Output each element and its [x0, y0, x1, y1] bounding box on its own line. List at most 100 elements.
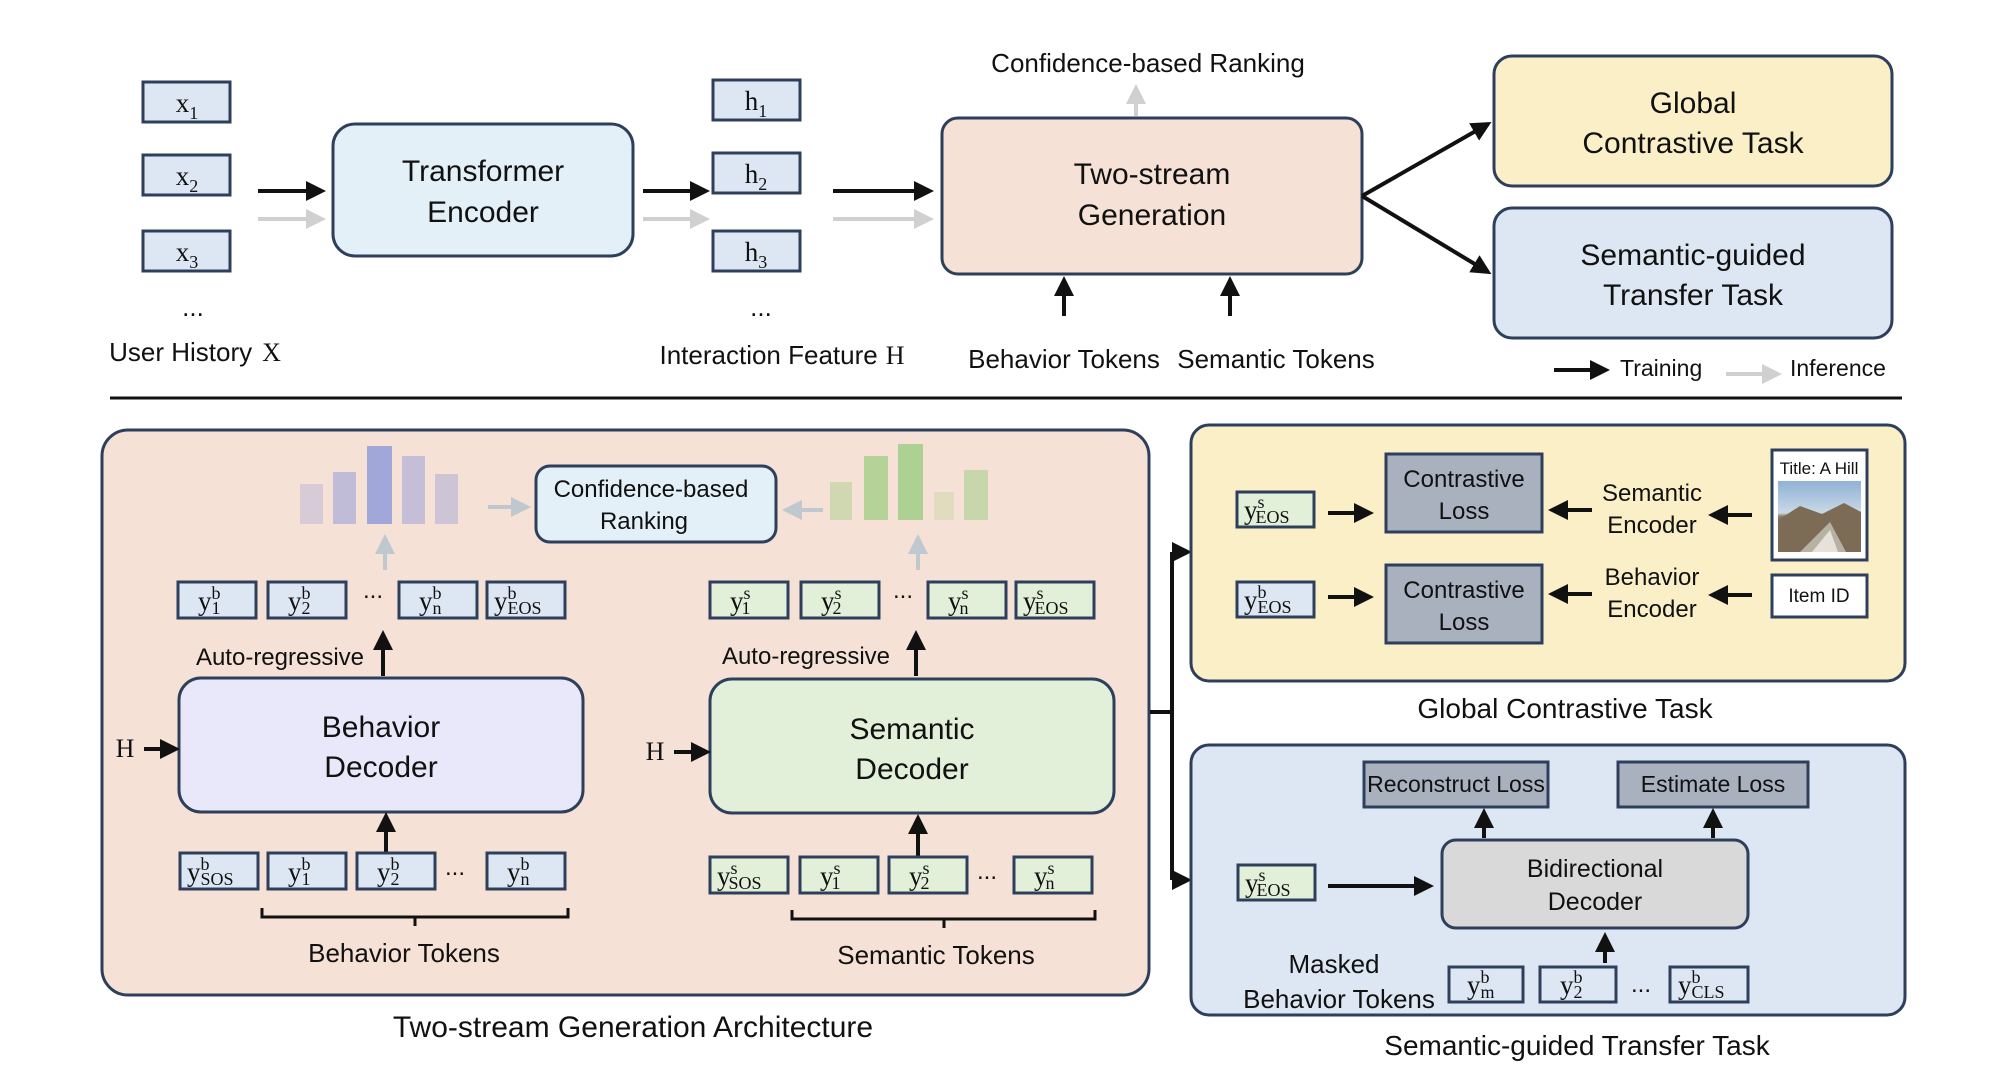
- svg-text:Behavior: Behavior: [322, 711, 440, 744]
- behavior-tokens-group-label: Behavior Tokens: [308, 938, 500, 968]
- semantic-autoregressive-label: Auto-regressive: [722, 643, 890, 670]
- svg-text:Estimate Loss: Estimate Loss: [1641, 771, 1785, 797]
- semantic-decoder: Semantic Decoder: [708, 677, 1116, 815]
- inputs-ellipsis: ...: [182, 292, 204, 322]
- confidence-bar: [934, 492, 954, 520]
- input-token-x1: x1: [141, 80, 232, 124]
- semantic-tokens-brace: [790, 910, 1097, 928]
- legend-inference-label: Inference: [1790, 355, 1886, 381]
- svg-text:Decoder: Decoder: [324, 751, 437, 784]
- svg-text:Loss: Loss: [1439, 609, 1490, 636]
- svg-text:Reconstruct Loss: Reconstruct Loss: [1367, 771, 1545, 797]
- svg-text:Global: Global: [1650, 87, 1737, 120]
- confidence-bar: [864, 456, 888, 520]
- training-arrow: [1361, 122, 1492, 198]
- svg-text:ys1: ys1: [820, 858, 841, 893]
- transformer-encoder: Transformer Encoder: [331, 122, 635, 258]
- semantic-encoder-label: Encoder: [1607, 512, 1696, 539]
- semantic-decoder-input-h: H: [646, 737, 665, 766]
- global-contrastive-caption: Global Contrastive Task: [1417, 693, 1713, 724]
- svg-text:Decoder: Decoder: [1548, 888, 1643, 916]
- legend-training-label: Training: [1620, 355, 1702, 381]
- semantic-confidence-bars: [830, 444, 988, 520]
- item-image-card: Title: A Hill: [1770, 448, 1869, 562]
- svg-text:Ranking: Ranking: [600, 508, 688, 535]
- masked-tokens-label: Behavior Tokens: [1243, 984, 1435, 1014]
- panel-connector: [1150, 552, 1174, 880]
- confidence-bar: [435, 474, 458, 524]
- svg-text:Contrastive: Contrastive: [1403, 466, 1524, 493]
- svg-text:ysn: ysn: [948, 583, 969, 618]
- svg-text:...: ...: [977, 858, 997, 885]
- svg-text:Contrastive Task: Contrastive Task: [1582, 127, 1804, 160]
- semantic-tokens-label: Semantic Tokens: [1177, 344, 1375, 374]
- feature-token-h2: h2: [711, 151, 802, 195]
- svg-text:Semantic-guided: Semantic-guided: [1580, 239, 1805, 272]
- svg-text:Generation: Generation: [1078, 199, 1226, 232]
- svg-text:Bidirectional: Bidirectional: [1527, 855, 1663, 883]
- transfer-caption: Semantic-guided Transfer Task: [1384, 1030, 1770, 1061]
- training-arrow: [1360, 194, 1492, 275]
- svg-text:Confidence-based: Confidence-based: [554, 476, 749, 503]
- svg-text:...: ...: [363, 577, 383, 604]
- confidence-bar: [402, 456, 425, 524]
- svg-text:ysn: ysn: [1034, 858, 1055, 893]
- svg-text:Semantic: Semantic: [849, 713, 974, 746]
- reconstruct-loss-box: Reconstruct Loss: [1362, 760, 1550, 809]
- contrastive-loss-semantic: Contrastive Loss: [1384, 452, 1544, 534]
- confidence-ranking-box: Confidence-based Ranking: [534, 464, 778, 544]
- behavior-autoregressive-label: Auto-regressive: [196, 644, 364, 671]
- confidence-bar: [333, 472, 356, 524]
- architecture-caption: Two-stream Generation Architecture: [393, 1011, 873, 1044]
- svg-text:x3: x3: [176, 237, 199, 272]
- svg-text:yb2: yb2: [377, 854, 400, 889]
- svg-text:h3: h3: [745, 237, 768, 272]
- behavior-decoder: Behavior Decoder: [177, 676, 585, 814]
- semantic-tokens-group-label: Semantic Tokens: [837, 940, 1035, 970]
- confidence-bar: [830, 482, 852, 520]
- svg-text:yb1: yb1: [288, 854, 311, 889]
- legend: Training Inference: [1554, 355, 1886, 384]
- svg-text:x2: x2: [176, 161, 199, 196]
- behavior-encoder-label: Encoder: [1607, 596, 1696, 623]
- svg-text:ys2: ys2: [909, 858, 930, 893]
- global-contrastive-panel: [1189, 423, 1907, 683]
- item-image-title: Title: A Hill: [1780, 459, 1859, 478]
- item-id-card: Item ID: [1770, 573, 1869, 619]
- svg-text:Transformer: Transformer: [402, 155, 564, 188]
- behavior-confidence-bars: [300, 446, 458, 524]
- svg-text:Transfer Task: Transfer Task: [1603, 279, 1784, 312]
- confidence-bar: [964, 470, 988, 520]
- svg-text:...: ...: [445, 854, 465, 881]
- svg-text:h1: h1: [745, 86, 768, 121]
- svg-text:h2: h2: [745, 159, 768, 194]
- semantic-encoder-label: Semantic: [1602, 480, 1702, 507]
- behavior-tokens-label: Behavior Tokens: [968, 344, 1160, 374]
- two-stream-generation: Two-stream Generation: [940, 116, 1364, 276]
